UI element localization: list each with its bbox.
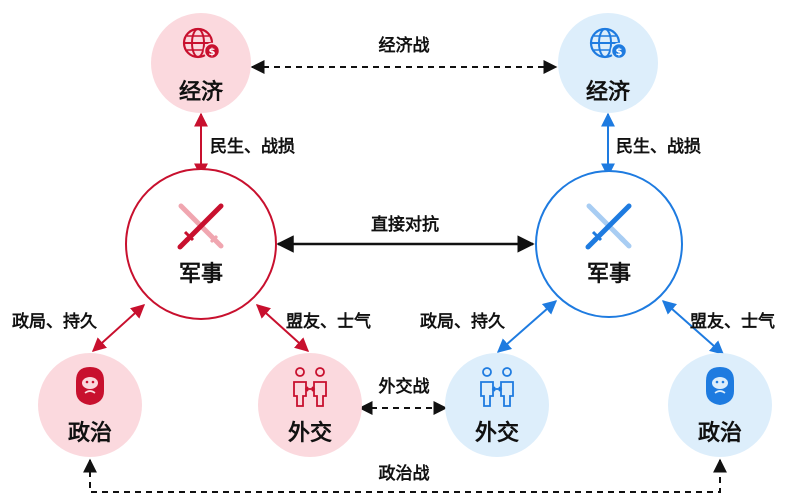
right-allies-label: 盟友、士气 (690, 311, 775, 332)
people-exchange-icon (480, 367, 514, 407)
right-politics-label: 政治 (698, 420, 742, 446)
diplomatic-war-label: 外交战 (379, 376, 430, 397)
svg-text:$: $ (616, 47, 623, 58)
right-military-politics-arrow (661, 300, 725, 355)
left-military-label: 军事 (179, 261, 223, 287)
bearded-man-icon (76, 367, 104, 405)
crossed-swords-icon (585, 203, 632, 250)
left-politics-label: 政局、持久 (12, 311, 97, 332)
left-military-politics-arrow (91, 304, 146, 352)
economic-war-label: 经济战 (379, 35, 430, 56)
left-military-node: 军事 (125, 168, 277, 320)
right-diplomacy-label: 外交 (475, 420, 519, 446)
left-politics-label: 政治 (68, 420, 112, 446)
globe-dollar-icon: $ (182, 27, 221, 60)
right-military-node: 军事 (535, 170, 683, 318)
right-economy-label: 经济 (586, 79, 631, 105)
left-economy-node: $ 经济 (151, 13, 251, 113)
right-military-diplomacy-arrow (496, 300, 558, 353)
left-diplomacy-label: 外交 (288, 420, 332, 446)
direct-confrontation-label: 直接对抗 (371, 214, 439, 235)
right-economy-node: $ 经济 (558, 13, 658, 113)
right-livelihood-label: 民生、战损 (616, 136, 701, 157)
left-politics-node: 政治 (38, 353, 142, 457)
crossed-swords-icon (177, 203, 224, 250)
left-livelihood-label: 民生、战损 (210, 136, 295, 157)
right-politics-label: 政局、持久 (420, 311, 505, 332)
people-exchange-icon (293, 367, 327, 407)
left-military-diplomacy-arrow (255, 304, 310, 352)
left-economy-label: 经济 (179, 79, 224, 105)
left-allies-label: 盟友、士气 (286, 311, 371, 332)
left-diplomacy-node: 外交 (258, 353, 362, 457)
political-war-label: 政治战 (379, 463, 430, 484)
right-politics-node: 政治 (668, 353, 772, 457)
right-diplomacy-node: 外交 (445, 353, 549, 457)
globe-dollar-icon: $ (589, 27, 628, 60)
right-military-label: 军事 (587, 261, 631, 287)
political-war-arrow (83, 458, 727, 493)
bearded-man-icon (706, 367, 734, 405)
svg-text:$: $ (209, 47, 216, 58)
